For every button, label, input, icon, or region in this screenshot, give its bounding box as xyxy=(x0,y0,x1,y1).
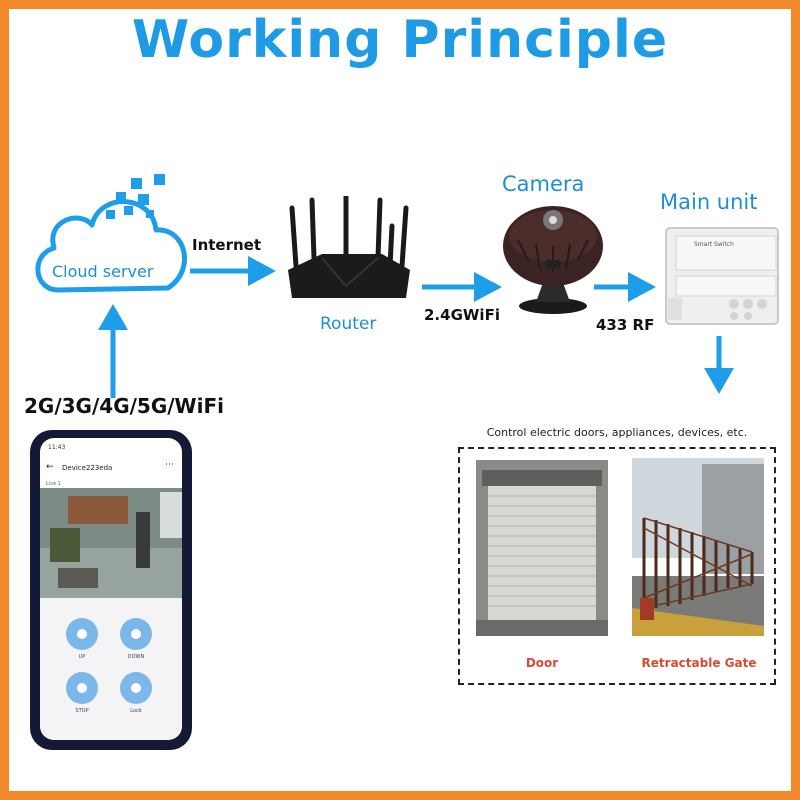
status-time: 11:43 xyxy=(48,444,66,451)
more-icon[interactable]: ⋯ xyxy=(165,460,174,470)
rf-label: 433 RF xyxy=(596,316,655,334)
retractable-gate-caption: Retractable Gate xyxy=(641,656,757,670)
internet-label: Internet xyxy=(192,236,262,254)
up-button-label: UP xyxy=(78,654,86,660)
smartphone: 11:43 ← Device223eda ⋯ Live 1 UP DOWN ST… xyxy=(30,430,192,750)
lock-button-label: Lock xyxy=(130,708,142,714)
mobile-network-label: 2G/3G/4G/5G/WiFi xyxy=(24,394,224,418)
phone-screen: 11:43 ← Device223eda ⋯ Live 1 UP DOWN ST… xyxy=(40,438,182,740)
down-button[interactable] xyxy=(120,618,152,650)
camera-icon xyxy=(503,206,603,314)
diagram-title: Working Principle xyxy=(131,10,669,70)
camera-live-feed xyxy=(40,488,182,598)
wifi-label: 2.4GWiFi xyxy=(424,306,500,324)
control-caption: Control electric doors, appliances, devi… xyxy=(486,426,748,439)
router-label: Router xyxy=(320,314,377,334)
main-unit-icon xyxy=(665,227,779,325)
router-icon xyxy=(288,196,410,298)
smart-switch-label: Smart Switch xyxy=(694,241,734,248)
up-button[interactable] xyxy=(66,618,98,650)
retractable-gate-photo xyxy=(632,458,764,636)
live-label: Live 1 xyxy=(46,481,61,487)
arrow-main-unit-to-devices xyxy=(704,336,734,394)
door-caption: Door xyxy=(525,656,559,670)
cloud-icon xyxy=(35,174,187,293)
camera-label: Camera xyxy=(502,172,585,196)
arrow-router-to-camera xyxy=(422,272,502,302)
back-icon[interactable]: ← xyxy=(46,462,54,472)
arrow-phone-to-cloud xyxy=(98,304,128,398)
door-photo xyxy=(476,460,608,636)
arrow-cloud-to-router xyxy=(190,256,276,286)
controlled-devices-box xyxy=(458,447,776,685)
ptz-control-panel: UP DOWN STOP Lock xyxy=(40,598,182,740)
down-button-label: DOWN xyxy=(127,654,145,660)
lock-button[interactable] xyxy=(120,672,152,704)
device-name: Device223eda xyxy=(62,464,113,472)
main-unit-label: Main unit xyxy=(660,190,758,214)
arrow-camera-to-main-unit xyxy=(594,272,656,302)
cloud-server-label: Cloud server xyxy=(52,262,154,281)
stop-button-label: STOP xyxy=(75,708,89,714)
stop-button[interactable] xyxy=(66,672,98,704)
